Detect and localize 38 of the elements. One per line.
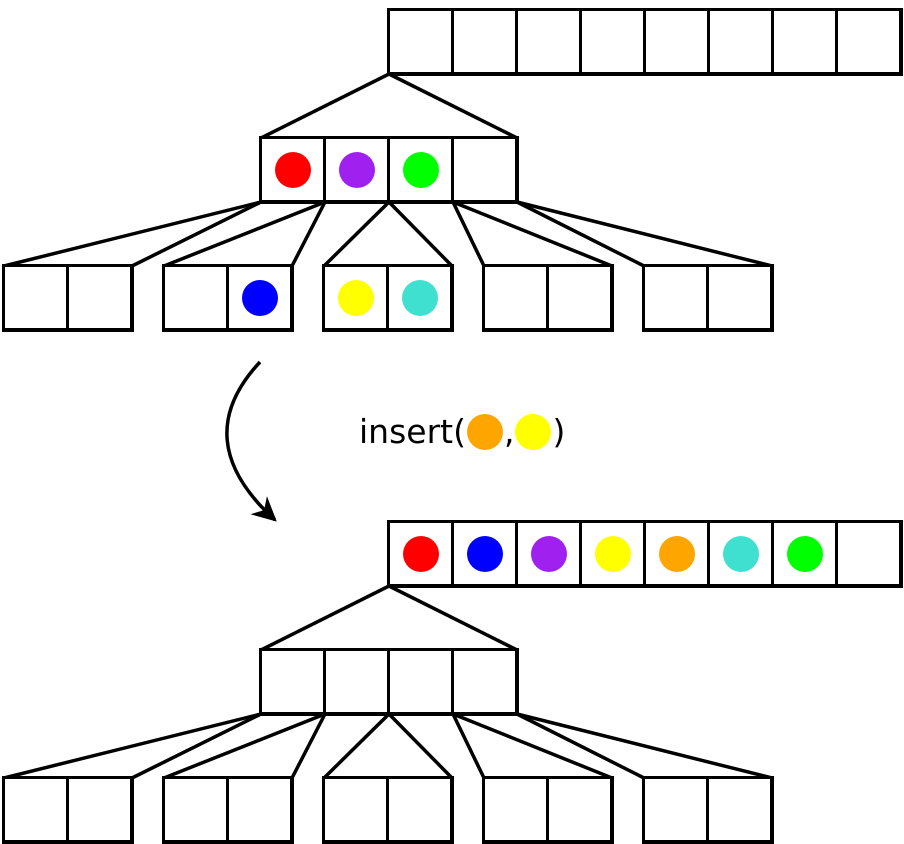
- colored-dot: [515, 414, 552, 450]
- colored-dot: [338, 280, 374, 316]
- colored-dot: [594, 536, 630, 572]
- colored-dot: [242, 280, 278, 316]
- colored-dot: [402, 280, 438, 316]
- tree-link: [131, 200, 262, 268]
- array-box: [322, 776, 454, 844]
- tree-link: [290, 201, 327, 267]
- colored-dot: [722, 536, 758, 572]
- tree-link: [131, 712, 262, 780]
- array-box: [642, 264, 774, 332]
- array-box: [162, 776, 294, 844]
- operation-label: ,: [504, 412, 514, 452]
- operation-label: ): [552, 412, 566, 452]
- colored-dot: [466, 536, 502, 572]
- colored-dot: [786, 536, 822, 572]
- tree-link: [451, 713, 486, 779]
- array-box: [259, 648, 519, 716]
- operation-label: insert(: [359, 412, 466, 452]
- colored-dot: [466, 414, 503, 450]
- array-box: [2, 264, 134, 332]
- tree-link: [451, 201, 486, 267]
- tree-link: [290, 713, 327, 779]
- array-box: [642, 776, 774, 844]
- colored-dot: [338, 152, 374, 188]
- colored-dot: [402, 152, 438, 188]
- colored-dot: [274, 152, 310, 188]
- array-box: [2, 776, 134, 844]
- array-box: [387, 8, 903, 76]
- array-box: [259, 136, 519, 204]
- array-box: [482, 776, 614, 844]
- colored-dot: [530, 536, 566, 572]
- array-box: [162, 264, 294, 332]
- array-box: [322, 264, 454, 332]
- colored-dot: [402, 536, 438, 572]
- array-box: [482, 264, 614, 332]
- array-box: [387, 520, 903, 588]
- colored-dot: [658, 536, 694, 572]
